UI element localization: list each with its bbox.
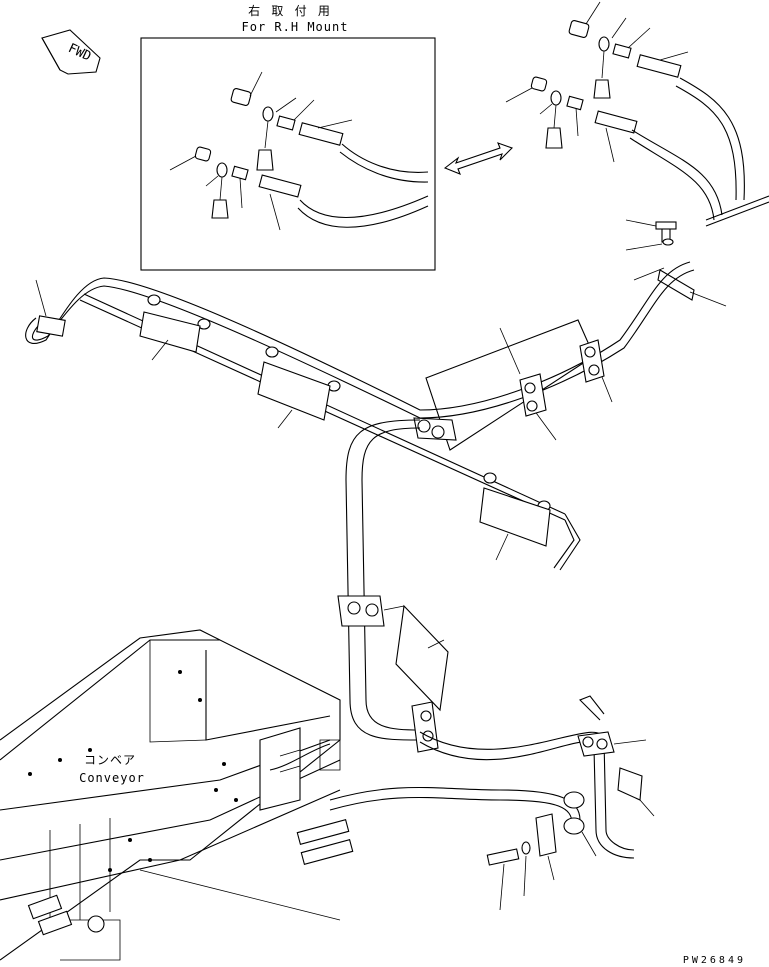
top-connector-assembly bbox=[505, 1, 745, 221]
fwd-label: FWD bbox=[66, 41, 94, 65]
vertical-hose bbox=[337, 419, 449, 753]
inset-title-en: For R.H Mount bbox=[242, 20, 349, 34]
inset-connector-upper bbox=[230, 71, 429, 183]
double-arrow bbox=[443, 142, 514, 175]
conveyor-frame: コンベア Conveyor bbox=[0, 629, 341, 961]
fwd-arrow: FWD bbox=[41, 29, 101, 75]
conveyor-label-jp: コンベア bbox=[84, 753, 136, 767]
top-clamp-hardware bbox=[625, 195, 769, 307]
inset-frame bbox=[140, 37, 436, 271]
inset-connector-lower bbox=[169, 146, 429, 231]
central-clamp-group bbox=[413, 319, 613, 451]
conveyor-label-en: Conveyor bbox=[79, 771, 145, 785]
upper-harness bbox=[25, 261, 695, 571]
drawing-number: PW26849 bbox=[683, 955, 746, 966]
rh-mount-inset: 右 取 付 用 For R.H Mount bbox=[140, 3, 436, 271]
inset-title-jp: 右 取 付 用 bbox=[248, 3, 332, 18]
lower-hoses bbox=[296, 695, 655, 911]
